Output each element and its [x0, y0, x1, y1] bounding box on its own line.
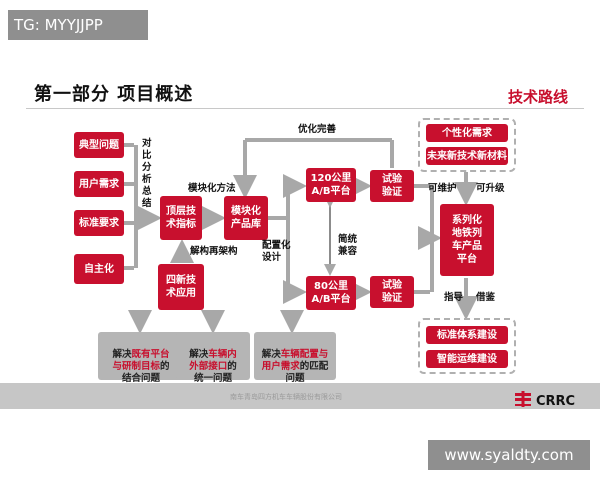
node-test-verify-top: 试验 验证: [370, 170, 414, 202]
node-typical-problem: 典型问题: [74, 132, 124, 158]
bottom-box-interface: 解决车辆内 外部接口的 统一问题: [176, 332, 250, 384]
label-optimize: 优化完善: [298, 124, 337, 135]
label-config-design: 配置化 设计: [262, 240, 291, 263]
bottom-box-prefix: 解决: [189, 349, 209, 360]
bottom-box-config: 解决车辆配置与 用户需求的匹配 问题: [254, 332, 336, 384]
bottom-box-prefix: 解决: [261, 349, 281, 360]
crrc-logo-icon: [515, 391, 531, 407]
footer-bar: [0, 383, 600, 409]
node-platform-80: 80公里 A/B平台: [306, 276, 356, 310]
label-reference: 借鉴: [476, 292, 496, 303]
support-group: [418, 318, 516, 374]
node-user-demand: 用户需求: [74, 171, 124, 197]
watermark-top-left: TG: MYYJJPP: [8, 10, 148, 40]
node-autonomy: 自主化: [74, 254, 124, 284]
brand-name: CRRC: [536, 394, 576, 409]
label-deconstruct: 解构再架构: [190, 246, 238, 257]
bottom-box-platform: 解决既有平台 与研制目标的 结合问题: [98, 332, 184, 384]
watermark-bottom-right: www.syaldty.com: [428, 440, 590, 470]
bottom-box-suffix: 的匹配 问题: [285, 361, 329, 384]
node-series-platform: 系列化 地铁列 车产品 平台: [440, 204, 494, 276]
node-personal-demand: 个性化需求: [426, 124, 508, 142]
node-standard-req: 标准要求: [74, 210, 124, 236]
node-top-indicator: 顶层技 术指标: [160, 196, 202, 240]
section-label: 技术路线: [508, 88, 569, 106]
title-divider: [26, 108, 584, 109]
label-guide: 指导: [444, 292, 464, 303]
label-modular-method: 模块化方法: [188, 183, 236, 194]
node-test-verify-bottom: 试验 验证: [370, 276, 414, 308]
bottom-box-suffix: 的 结合问题: [121, 361, 170, 384]
bottom-box-highlight: 车辆内 外部接口: [189, 349, 237, 372]
node-new-tech-material: 未来新技术新材料: [426, 147, 508, 165]
bottom-box-prefix: 解决: [112, 349, 132, 360]
label-maintainable: 可维护: [428, 183, 457, 194]
node-four-new-tech: 四新技 术应用: [158, 264, 204, 310]
page-title: 第一部分 项目概述: [34, 84, 194, 105]
label-compare: 对比分析总结: [142, 138, 152, 209]
bottom-box-highlight: 车辆配置与 用户需求: [261, 349, 329, 372]
node-platform-120: 120公里 A/B平台: [306, 168, 356, 202]
future-needs-group: [418, 118, 516, 172]
label-upgradable: 可升级: [476, 183, 505, 194]
label-simplify: 简统 兼容: [338, 234, 358, 257]
footer-text: 南车青岛四方机车车辆股份有限公司: [230, 393, 342, 401]
node-module-lib: 模块化 产品库: [224, 196, 268, 240]
node-standard-system: 标准体系建设: [426, 326, 508, 344]
node-smart-ops: 智能运维建设: [426, 350, 508, 368]
bottom-box-suffix: 的 统一问题: [193, 361, 237, 384]
bottom-box-highlight: 既有平台 与研制目标: [112, 349, 170, 372]
